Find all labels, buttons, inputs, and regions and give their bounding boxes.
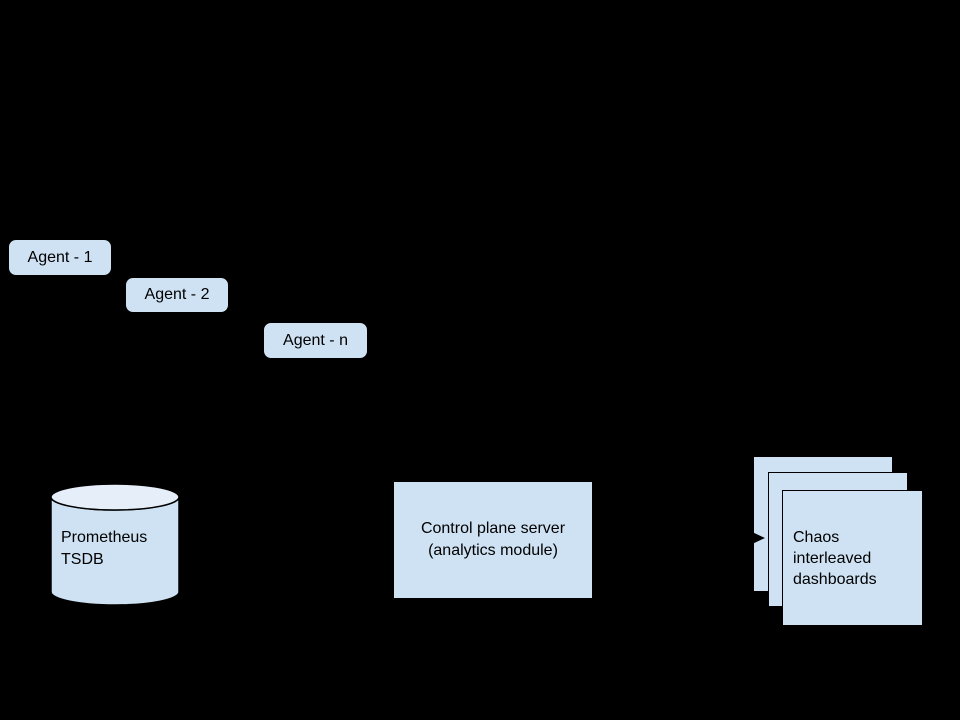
agent-2-label: Agent - 2 [144,286,210,303]
control-plane-label-line-1: Control plane server [420,520,566,537]
prometheus-tsdb-cylinder [50,483,180,606]
agent-1-label: Agent - 1 [27,248,93,266]
control-plane-label-line-2: (analytics module) [428,542,558,559]
dashboards-label-line-2: interleaved [793,549,872,567]
control-plane-server-node: Control plane server (analytics module) [393,481,593,599]
cylinder-top [50,483,180,511]
agent-n-node: Agent - n [263,322,368,359]
agent-n-label: Agent - n [283,331,348,349]
arrow-right-icon [750,531,765,545]
tsdb-label-line-2: TSDB [61,551,104,568]
dashboards-label-line-1: Chaos [793,528,840,546]
tsdb-label: Prometheus TSDB [61,527,147,571]
agent-2-node: Agent - 2 [125,277,229,313]
agent-1-node: Agent - 1 [8,239,112,276]
tsdb-label-line-1: Prometheus [61,529,148,546]
dashboards-label-line-3: dashboards [793,570,877,588]
dashboard-card-front: Chaos interleaved dashboards [782,490,923,626]
